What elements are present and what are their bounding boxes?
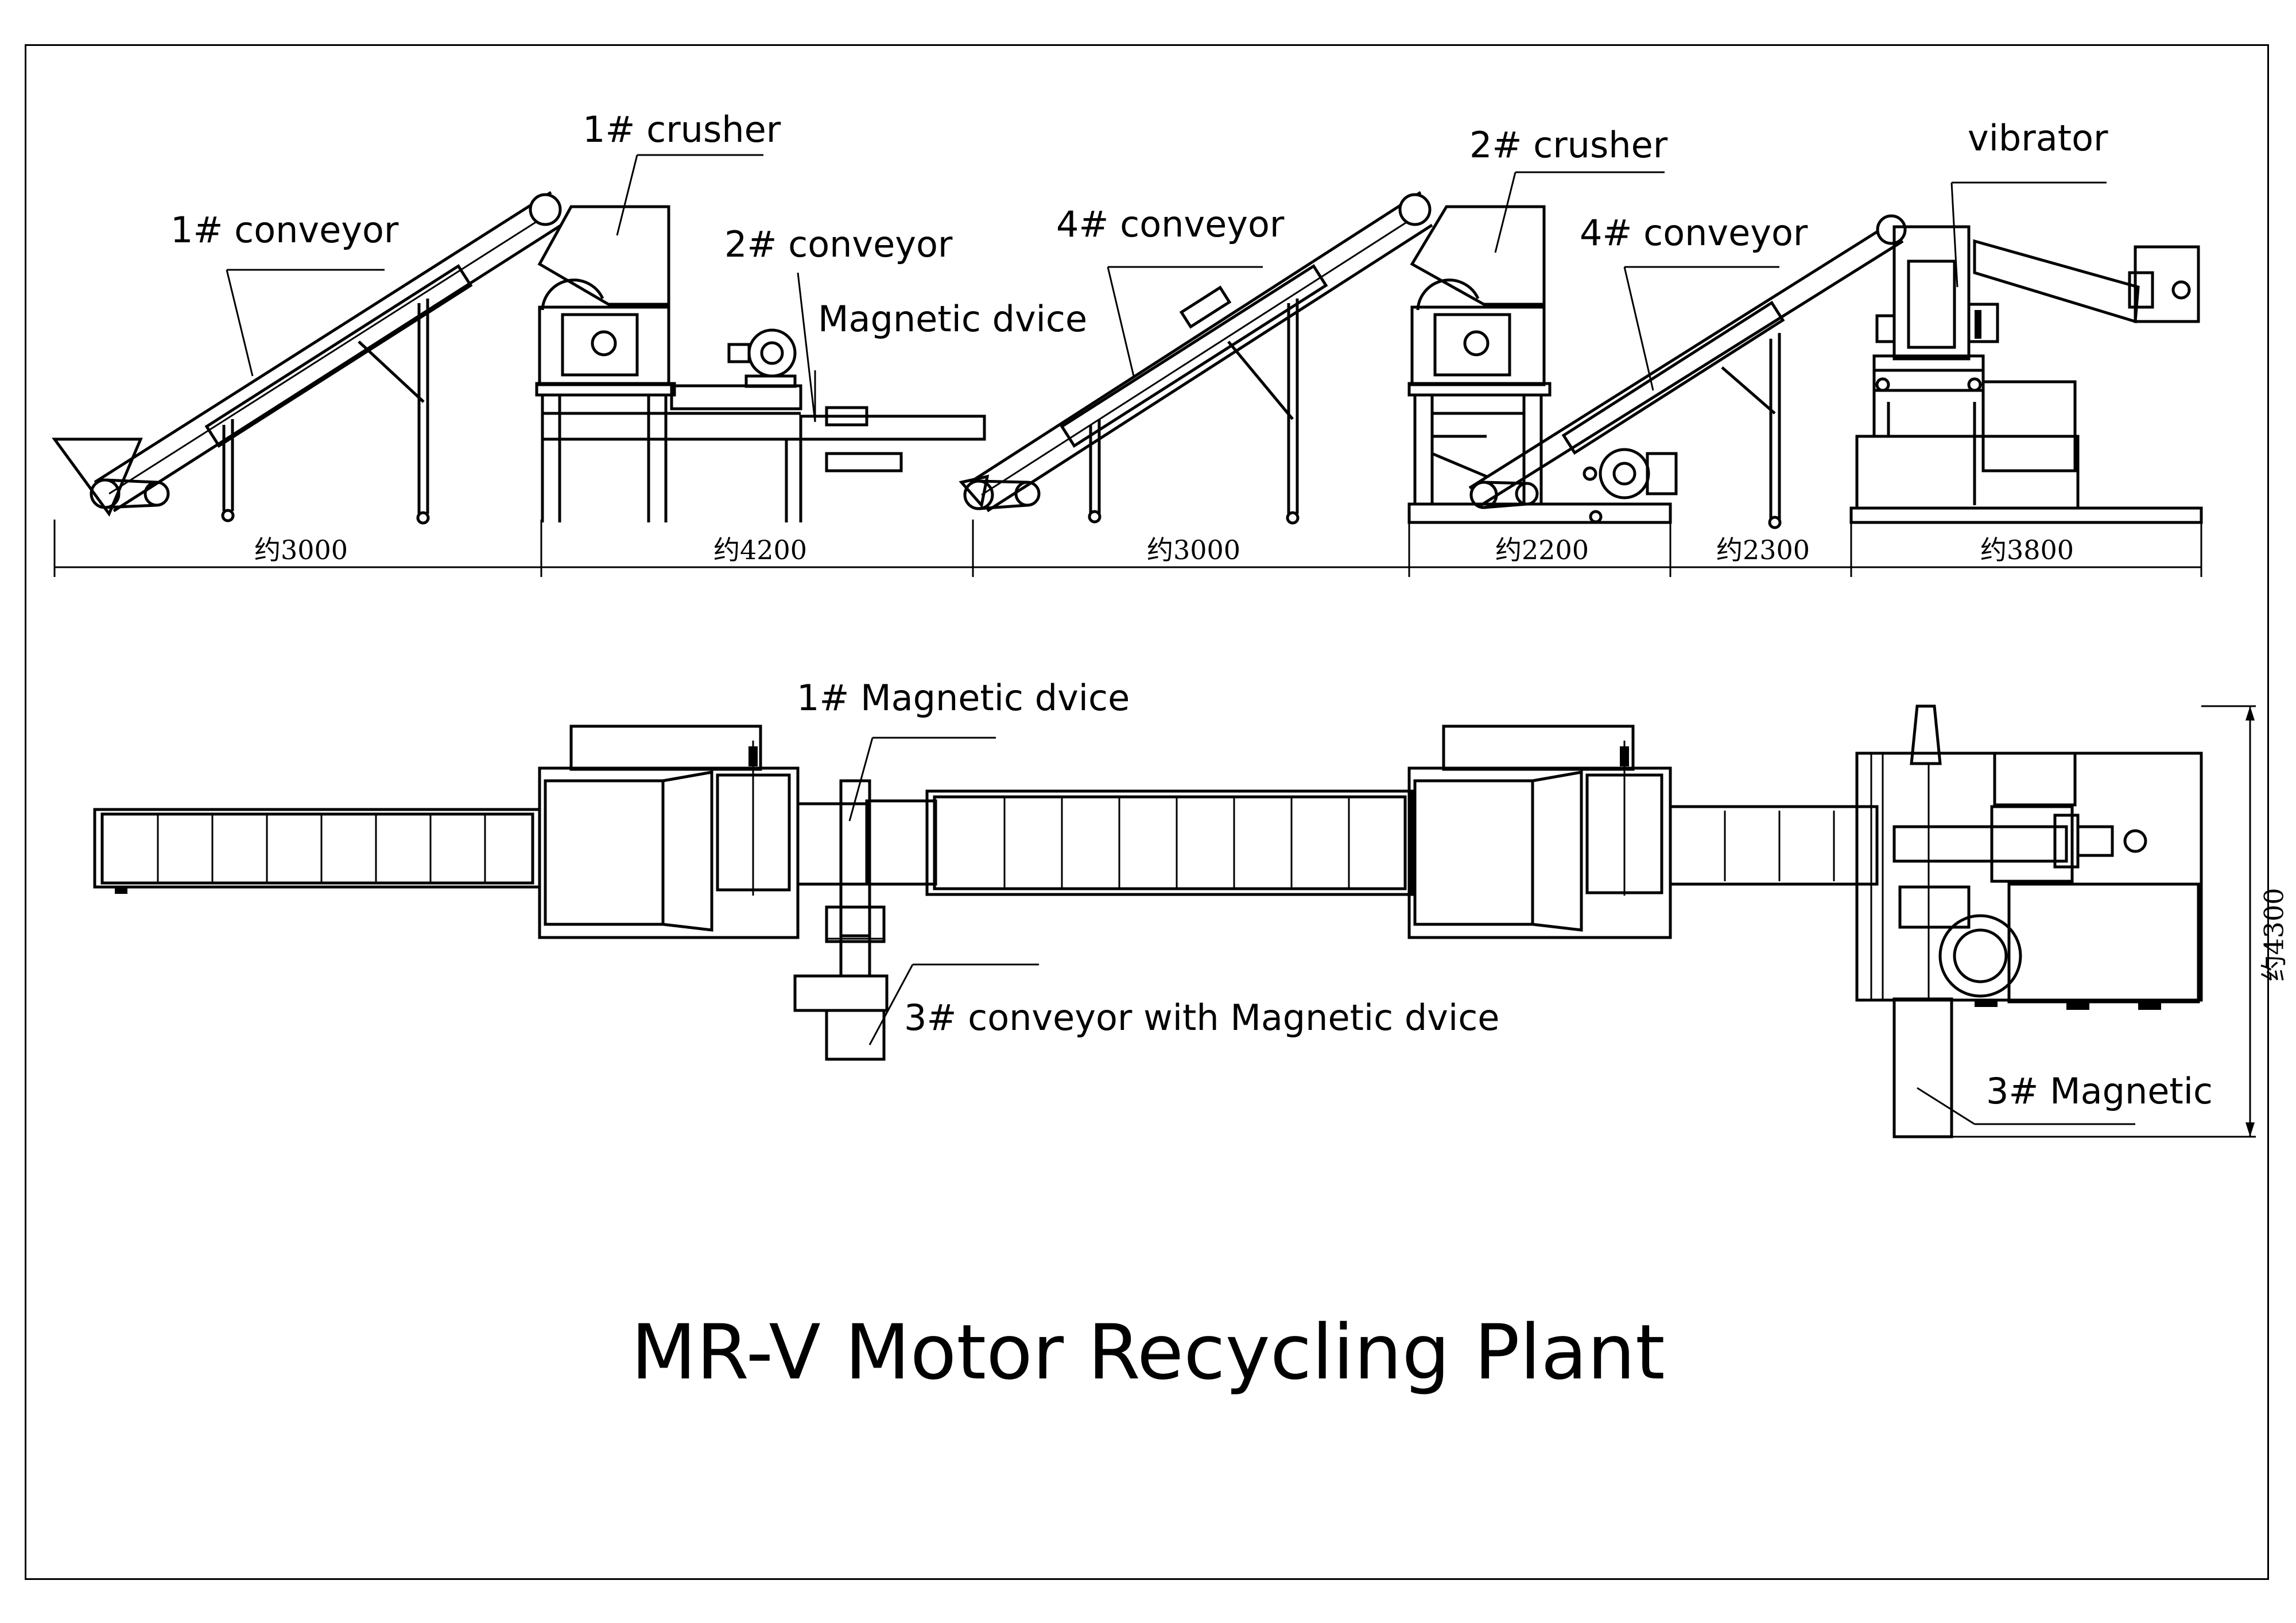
conveyor-1-elevation <box>52 191 563 525</box>
dimension-3: 约3000 <box>1147 534 1241 565</box>
crusher-2-plan <box>1407 725 1672 939</box>
label-conveyor-2: 2# conveyor <box>724 223 953 265</box>
label-vibrator: vibrator <box>1968 117 2108 159</box>
label-conveyor-4b: 4# conveyor <box>1580 212 1808 254</box>
conveyor-1-plan <box>93 808 541 894</box>
conveyor-2-elevation <box>670 328 986 522</box>
label-crusher-1: 1# crusher <box>583 109 781 150</box>
dimension-4: 约2200 <box>1495 534 1589 565</box>
plan-leaders <box>848 737 2135 1125</box>
label-conveyor-4a: 4# conveyor <box>1056 203 1285 245</box>
label-conveyor-3: 3# conveyor with Magnetic dvice <box>904 997 1500 1039</box>
label-magnetic-device-1: 1# Magnetic dvice <box>797 677 1130 719</box>
drawing-border <box>25 44 2269 1580</box>
elevation-dimension-line <box>53 520 2202 577</box>
dimension-5: 约2300 <box>1716 534 1810 565</box>
conveyor-4a-elevation <box>959 191 1433 525</box>
label-magnetic-3: 3# Magnetic <box>1986 1070 2213 1112</box>
conveyor-4b-elevation <box>1468 214 1907 529</box>
dimension-2: 约4200 <box>713 534 808 565</box>
plan-view <box>93 704 2256 1138</box>
crusher-2-elevation <box>1407 205 1672 524</box>
drawing-title: MR-V Motor Recycling Plant <box>631 1308 1665 1397</box>
label-conveyor-1: 1# conveyor <box>170 209 399 251</box>
crusher-1-plan <box>538 725 868 939</box>
elevation-view <box>52 154 2203 577</box>
label-crusher-2: 2# crusher <box>1469 124 1668 166</box>
dimension-1: 约3000 <box>254 534 348 565</box>
conveyor-4b-plan <box>1669 805 1879 886</box>
vibrator-elevation <box>1849 225 2203 524</box>
dimension-width: 约4300 <box>2258 888 2290 982</box>
vibrator-plan <box>1855 704 2203 1138</box>
elevation-leaders <box>226 154 2107 423</box>
plan-dimension-line <box>1952 705 2256 1138</box>
label-magnetic-device: Magnetic dvice <box>818 298 1088 340</box>
magnetic-device-1-plan <box>793 779 937 1061</box>
dimension-6: 约3800 <box>1980 534 2074 565</box>
crusher-1-elevation <box>535 205 801 522</box>
conveyor-4a-plan <box>925 789 1414 896</box>
